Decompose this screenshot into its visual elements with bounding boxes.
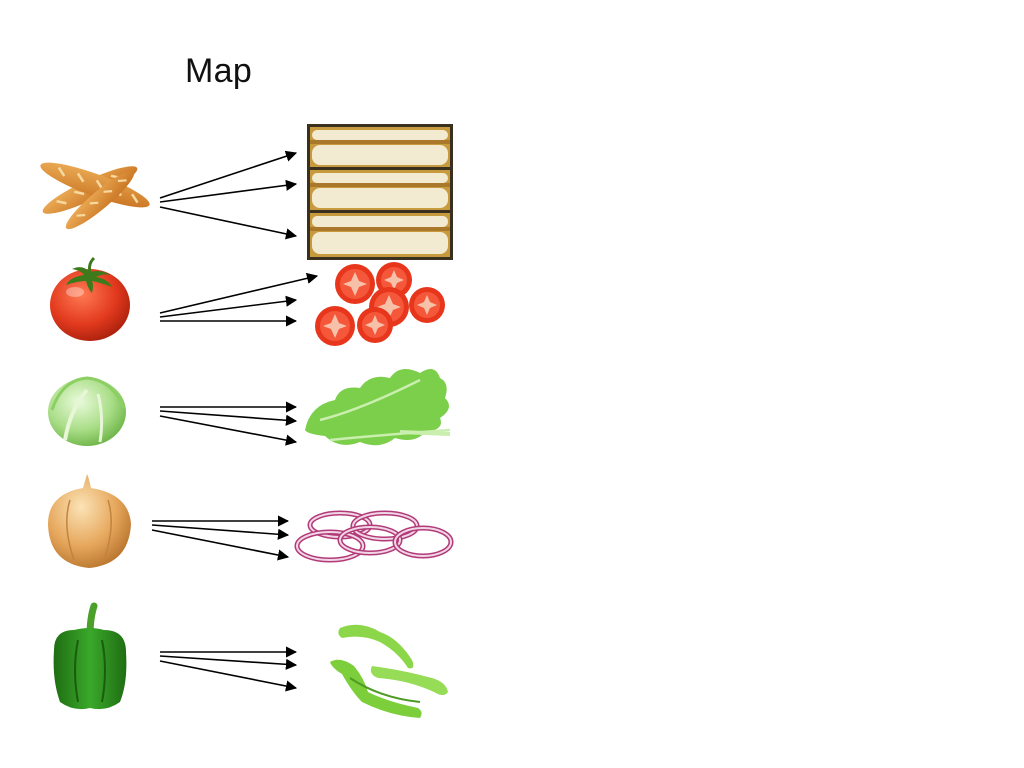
- lettuce-head-icon: [48, 376, 126, 446]
- baguette-icon: [40, 162, 150, 230]
- arrows-row-2: [159, 272, 319, 327]
- lettuce-leaves-icon: [305, 369, 451, 446]
- pepper-strips-icon: [330, 624, 448, 718]
- arrows-row-5: [159, 646, 298, 692]
- onion-rings-icon: [294, 510, 454, 563]
- tomato-slices-icon: [315, 262, 445, 346]
- arrows-row-4: [151, 515, 290, 561]
- green-pepper-icon: [53, 602, 127, 710]
- arrows-row-3: [159, 401, 298, 446]
- sliced-bread-icon: [307, 124, 453, 260]
- slide-title: Map: [185, 52, 253, 90]
- tomato-icon: [50, 256, 130, 341]
- arrows-row-1: [159, 150, 298, 240]
- onion-icon: [48, 474, 131, 568]
